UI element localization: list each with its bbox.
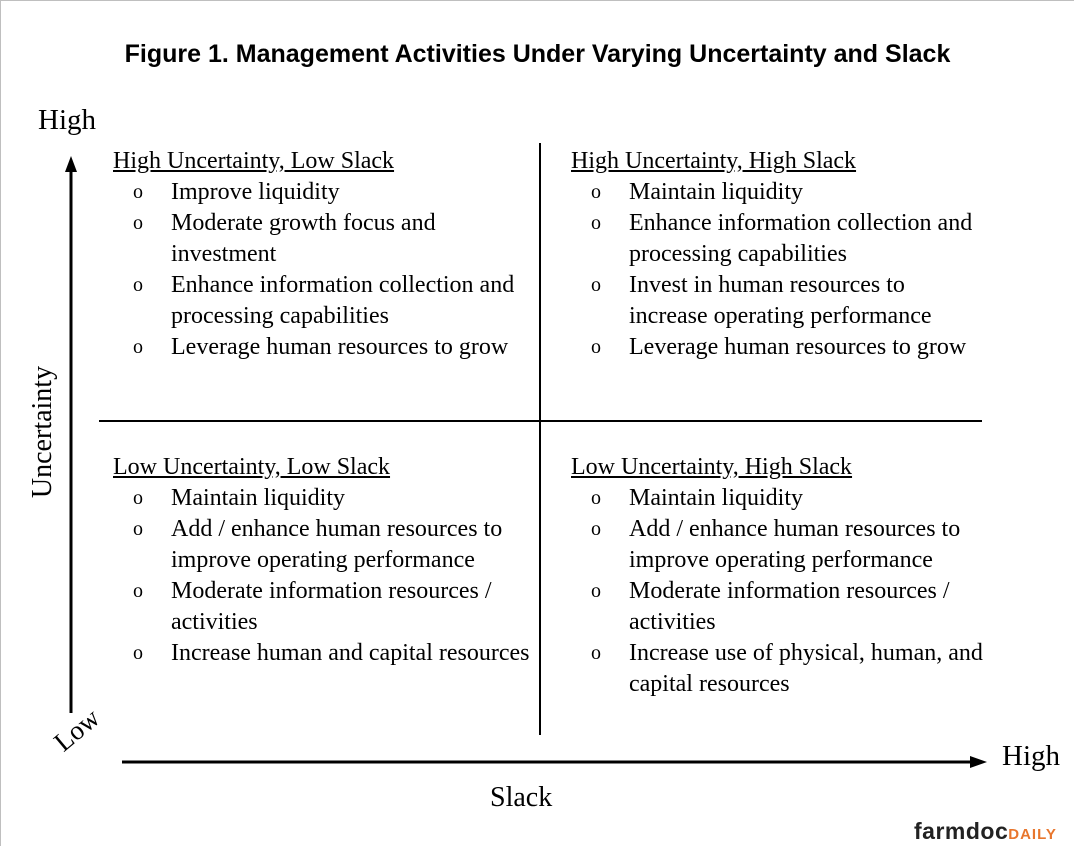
item-text: Increase human and capital resources [171, 640, 530, 666]
item-text: Enhance information collection and proce… [171, 272, 515, 329]
item-text: Leverage human resources to grow [629, 334, 967, 360]
list-item: o Moderate growth focus and investment [113, 208, 533, 270]
item-text: Invest in human resources to increase op… [629, 272, 932, 329]
bullet-icon: o [133, 487, 143, 509]
bullet-icon: o [133, 336, 143, 358]
bullet-icon: o [133, 642, 143, 664]
bullet-icon: o [591, 487, 601, 509]
bullet-icon: o [133, 181, 143, 203]
list-item: o Leverage human resources to grow [113, 332, 533, 363]
bullet-icon: o [591, 642, 601, 664]
list-item: o Enhance information collection and proc… [571, 208, 991, 270]
bullet-icon: o [133, 518, 143, 540]
quadrant-heading: High Uncertainty, High Slack [571, 148, 857, 174]
list-item: o Enhance information collection and proc… [113, 270, 533, 332]
y-axis-arrowhead [65, 156, 77, 172]
quadrant-low-uncertainty-high-slack: Low Uncertainty, High Slack o Maintain li… [571, 452, 991, 700]
item-text: Add / enhance human resources to improve… [171, 516, 503, 573]
bullet-icon: o [591, 580, 601, 602]
bullet-icon: o [133, 274, 143, 296]
list-item: o Leverage human resources to grow [571, 332, 991, 363]
farmdoc-daily-logo: farmdocDAILY [914, 818, 1057, 845]
y-axis-high-label: High [38, 104, 96, 136]
y-axis-label: Uncertainty [27, 365, 58, 499]
x-axis-high-label: High [1002, 740, 1060, 772]
item-text: Leverage human resources to grow [171, 334, 509, 360]
bullet-icon: o [133, 580, 143, 602]
list-item: o Increase human and capital resources [113, 638, 533, 669]
quadrant-heading: High Uncertainty, Low Slack [113, 148, 395, 174]
logo-main-text: farmdoc [914, 818, 1009, 844]
bullet-icon: o [591, 518, 601, 540]
list-item: o Moderate information resources / activi… [571, 576, 991, 638]
item-text: Improve liquidity [171, 179, 340, 205]
x-axis-label: Slack [490, 782, 553, 813]
bullet-icon: o [591, 212, 601, 234]
item-text: Increase use of physical, human, and cap… [629, 640, 983, 697]
figure-title: Figure 1. Management Activities Under Va… [124, 40, 951, 68]
list-item: o Maintain liquidity [571, 177, 991, 208]
item-text: Maintain liquidity [629, 485, 803, 511]
item-text: Maintain liquidity [629, 179, 803, 205]
x-axis-arrowhead [970, 756, 987, 768]
bullet-icon: o [591, 336, 601, 358]
list-item: o Increase use of physical, human, and ca… [571, 638, 991, 700]
logo-suffix-text: DAILY [1008, 826, 1057, 843]
item-text: Maintain liquidity [171, 485, 345, 511]
quadrant-high-uncertainty-high-slack: High Uncertainty, High Slack o Maintain l… [571, 146, 991, 363]
list-item: o Maintain liquidity [113, 483, 533, 514]
quadrant-low-uncertainty-low-slack: Low Uncertainty, Low Slack o Maintain liq… [113, 452, 533, 669]
quadrant-heading: Low Uncertainty, High Slack [571, 454, 853, 480]
list-item: o Add / enhance human resources to improv… [113, 514, 533, 576]
item-text: Moderate information resources / activit… [171, 578, 492, 635]
list-item: o Improve liquidity [113, 177, 533, 208]
item-text: Moderate information resources / activit… [629, 578, 950, 635]
item-text: Moderate growth focus and investment [171, 210, 436, 267]
list-item: o Moderate information resources / activi… [113, 576, 533, 638]
item-text: Enhance information collection and proce… [629, 210, 973, 267]
item-text: Add / enhance human resources to improve… [629, 516, 961, 573]
bullet-icon: o [591, 274, 601, 296]
bullet-icon: o [133, 212, 143, 234]
list-item: o Add / enhance human resources to improv… [571, 514, 991, 576]
list-item: o Maintain liquidity [571, 483, 991, 514]
bullet-icon: o [591, 181, 601, 203]
quadrant-heading: Low Uncertainty, Low Slack [113, 454, 391, 480]
quadrant-high-uncertainty-low-slack: High Uncertainty, Low Slack o Improve liq… [113, 146, 533, 363]
list-item: o Invest in human resources to increase o… [571, 270, 991, 332]
